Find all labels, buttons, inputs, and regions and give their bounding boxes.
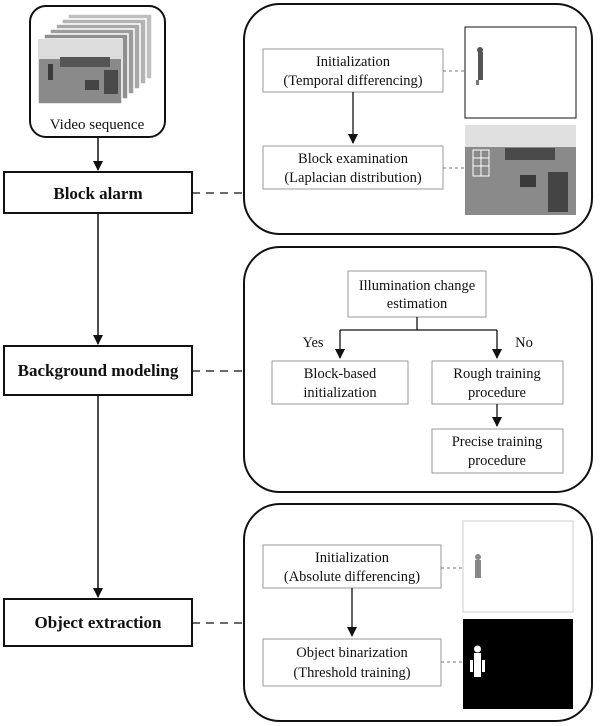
block-examination-label: Block examination [298, 151, 409, 167]
block-examination-box [262, 145, 444, 190]
binarized-object-image [463, 619, 573, 709]
temporal-difference-image [464, 26, 577, 119]
video-frames-thumbnail [37, 13, 153, 105]
block-alarm-label: Block alarm [53, 184, 142, 203]
block-based-label: Block-based [304, 366, 377, 382]
block-alarm-node: Block alarm [3, 171, 193, 214]
object-binarization-label: Object binarization [296, 645, 408, 661]
block-alarm-detail-panel: Initialization (Temporal differencing) B… [243, 3, 593, 235]
object-extraction-label: Object extraction [35, 613, 163, 632]
threshold-training-label: (Threshold training) [293, 665, 410, 681]
rough-procedure-label: procedure [468, 385, 526, 401]
background-modeling-node: Background modeling [3, 345, 193, 396]
video-sequence-label: Video sequence [50, 117, 145, 133]
initialization-temporal-box [262, 48, 444, 93]
initialization-label: Initialization [316, 54, 391, 70]
background-modeling-label: Background modeling [18, 361, 179, 380]
absolute-differencing-label: (Absolute differencing) [284, 569, 420, 585]
block-based-init-box [271, 360, 409, 405]
absolute-difference-image [462, 520, 574, 613]
precise-training-label: Precise training [452, 434, 543, 450]
temporal-differencing-label: (Temporal differencing) [283, 73, 422, 89]
initialization-absolute-box [262, 544, 442, 589]
laplacian-distribution-label: (Laplacian distribution) [284, 170, 421, 186]
yes-label: Yes [302, 335, 323, 351]
initialization-label-2: initialization [303, 385, 377, 401]
estimation-label: estimation [387, 296, 448, 312]
object-extraction-detail-panel: Initialization (Absolute differencing) O… [243, 503, 593, 722]
illumination-change-label: Illumination change [359, 278, 475, 294]
video-sequence-node: Video sequence [29, 5, 166, 138]
initialization-label-3: Initialization [315, 550, 390, 566]
object-binarization-box [262, 638, 442, 687]
no-label: No [515, 335, 533, 351]
object-extraction-node: Object extraction [3, 598, 193, 647]
precise-procedure-label: procedure [468, 453, 526, 469]
rough-training-label: Rough training [453, 366, 540, 382]
precise-training-box [431, 428, 564, 474]
block-examination-image [465, 125, 576, 215]
background-modeling-detail-panel: Illumination change estimation Yes No Bl… [243, 246, 593, 493]
illumination-change-box [347, 270, 487, 318]
rough-training-box [431, 360, 564, 405]
